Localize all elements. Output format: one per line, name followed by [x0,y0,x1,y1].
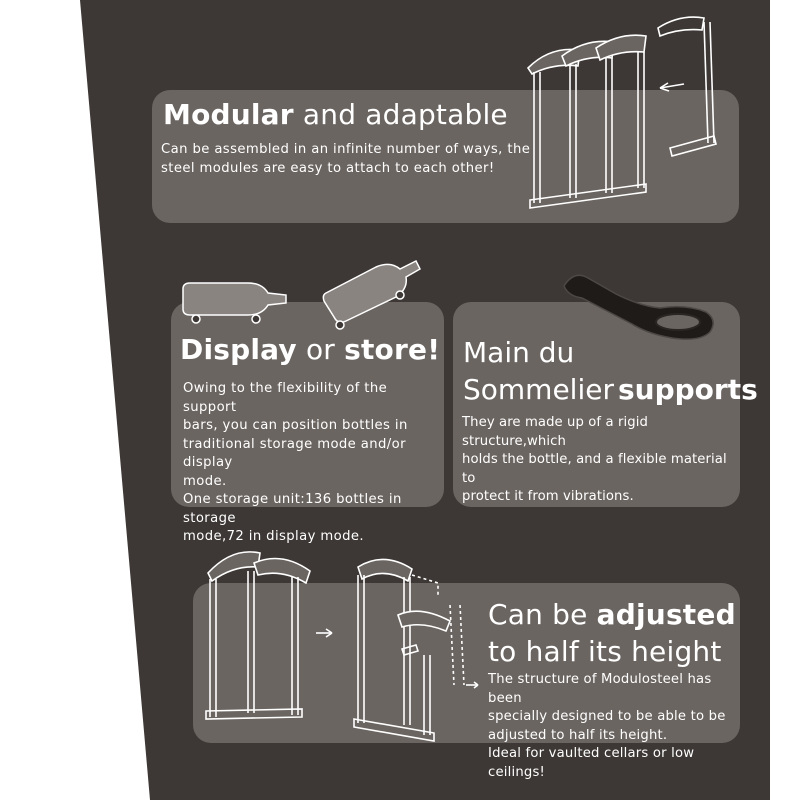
display-line: Owing to the flexibility of the support [183,381,388,415]
display-title: Display or store! [180,333,441,366]
adjusted-line: adjusted to half its height. [488,727,668,743]
modular-description: Can be assembled in an infinite number o… [161,141,530,178]
adjusted-title-line1: Can be adjusted [488,596,736,633]
sommelier-holder-illustration [563,274,714,340]
modular-line: Can be assembled in an infinite number o… [161,142,531,157]
display-line: mode,72 in display mode. [183,529,364,544]
modular-title-bold: Modular [163,98,294,131]
display-line: One storage unit:136 bottles in storage [183,492,402,526]
adjusted-title-regular: Can be [488,598,588,631]
display-line: bars, you can position bottles in [183,418,408,433]
modular-rack-illustration [526,16,717,209]
modular-title: Modular and adaptable [163,98,508,131]
display-title-mid: or [305,333,335,366]
modular-title-rest: and adaptable [302,98,508,131]
sommelier-title-regular: Sommelier [463,373,614,406]
display-line: mode. [183,473,227,489]
adjusted-line: The structure of Modulosteel has been [488,672,712,706]
sommelier-title-bold: supports [617,373,758,406]
sommelier-description: They are made up of a rigid structure,wh… [462,414,734,507]
display-description: Owing to the flexibility of the support … [183,380,438,547]
adjusted-title-bold: adjusted [596,598,736,631]
display-panel [171,302,444,507]
display-title-bold-1: Display [180,333,297,366]
modular-panel [152,90,739,223]
adjusted-description: The structure of Modulosteel has been sp… [488,671,738,782]
sommelier-line: protect it from vibrations. [462,489,634,504]
display-line: traditional storage mode and/or display [183,436,406,471]
sommelier-line: holds the bottle, and a flexible materia… [462,452,727,486]
adjusted-panel [193,583,740,743]
adjusted-line: specially designed to be able to be [488,709,726,724]
bottle-illustration [182,259,421,330]
half-height-rack-illustration [205,551,479,742]
display-title-bold-2: store! [344,333,441,366]
adjusted-line: Ideal for vaulted cellars or low ceiling… [488,746,695,780]
sommelier-title-line1: Main du [463,336,575,369]
modular-line: steel modules are easy to attach to each… [161,160,495,176]
adjusted-title: Can be adjusted to half its height [488,596,736,670]
sommelier-line: They are made up of a rigid structure,wh… [462,415,648,449]
adjusted-title-line2: to half its height [488,635,722,668]
